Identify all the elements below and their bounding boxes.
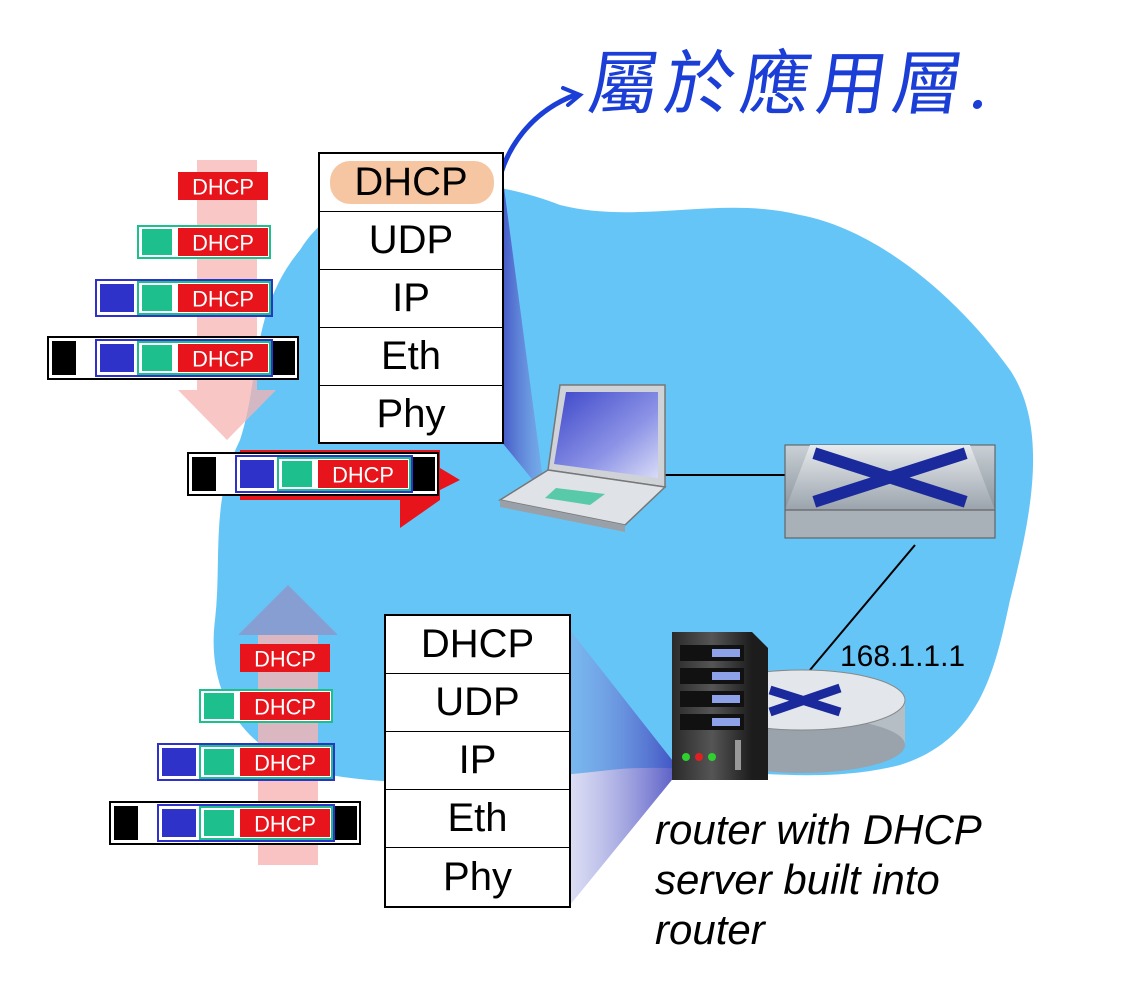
ip-header — [100, 284, 134, 312]
handwritten-arrow — [495, 92, 578, 188]
client-layer-phy: Phy — [320, 386, 502, 442]
client-layer-udp: UDP — [320, 212, 502, 270]
ip-header — [162, 809, 196, 837]
client-layer-phy-label: Phy — [376, 391, 446, 436]
switch-icon — [784, 444, 996, 539]
dhcp-payload — [178, 344, 268, 372]
switch-router-link — [809, 544, 916, 671]
udp-header — [142, 345, 172, 371]
server-layer-phy: Phy — [386, 848, 569, 906]
client-layer-eth: Eth — [320, 328, 502, 386]
server-callout — [570, 630, 680, 905]
server-layer-ip-label: IP — [458, 738, 497, 782]
client-layer-udp-label: UDP — [368, 218, 454, 262]
client-layer-eth-label: Eth — [380, 334, 442, 378]
eth-trailer — [273, 341, 295, 375]
dhcp-payload — [240, 809, 330, 837]
dhcp-payload — [318, 460, 408, 488]
dhcp-payload — [240, 748, 330, 776]
udp-header — [204, 749, 234, 775]
router-caption-line-1: router with DHCP — [655, 806, 982, 853]
client-layer-dhcp-label: DHCP — [354, 160, 468, 204]
wire-frame-packet: DHCP — [187, 452, 439, 496]
dhcp-payload-label: DHCP — [254, 811, 316, 836]
dhcp-payload-label: DHCP — [192, 174, 254, 199]
eth-header — [192, 457, 216, 491]
dhcp-payload-label: DHCP — [192, 346, 254, 371]
server-layer-phy-label: Phy — [443, 854, 512, 899]
server-icon — [672, 632, 768, 780]
router-ip-address: 168.1.1.1 — [840, 640, 966, 673]
client-encapsulation-packets: DHCP DHCP DHCP DHCP — [47, 172, 299, 380]
dhcp-payload-label: DHCP — [192, 286, 254, 311]
client-layer-dhcp: DHCP — [320, 154, 502, 212]
server-layer-udp: UDP — [386, 674, 569, 732]
ip-header — [240, 460, 274, 488]
udp-header — [204, 693, 234, 719]
server-layer-dhcp-label: DHCP — [420, 622, 535, 666]
dhcp-payload — [178, 172, 268, 200]
udp-header — [204, 810, 234, 836]
server-layer-eth: Eth — [386, 790, 569, 848]
udp-header — [142, 229, 172, 255]
client-callout — [498, 152, 545, 495]
client-layer-ip-label: IP — [392, 276, 430, 320]
server-layer-dhcp: DHCP — [386, 616, 569, 674]
dhcp-payload — [178, 284, 268, 312]
server-layer-udp-label: UDP — [435, 680, 520, 724]
dhcp-payload-label: DHCP — [254, 694, 316, 719]
eth-trailer — [335, 806, 357, 840]
ip-header — [100, 344, 134, 372]
dhcp-payload-label: DHCP — [254, 646, 316, 671]
udp-header — [282, 461, 312, 487]
client-protocol-stack: DHCP UDP IP Eth Phy — [318, 152, 504, 444]
eth-header — [52, 341, 76, 375]
dhcp-highlight — [330, 161, 494, 204]
router-caption-line-2: server built into — [655, 856, 940, 903]
router-caption-line-3: router — [655, 906, 765, 953]
ip-header — [162, 748, 196, 776]
client-layer-ip: IP — [320, 270, 502, 328]
server-encapsulation-packets: DHCP DHCP DHCP DHCP — [109, 644, 361, 845]
dhcp-payload — [178, 228, 268, 256]
server-protocol-stack: DHCP UDP IP Eth Phy — [384, 614, 571, 908]
laptop-icon — [498, 384, 667, 532]
dhcp-payload-label: DHCP — [192, 230, 254, 255]
handwritten-arrowhead — [561, 86, 584, 107]
dhcp-payload — [240, 644, 330, 672]
dhcp-payload — [240, 692, 330, 720]
server-layer-eth-label: Eth — [447, 796, 508, 840]
handwritten-note: 屬於應用層. — [583, 43, 1004, 125]
udp-header — [142, 285, 172, 311]
eth-trailer — [413, 457, 435, 491]
router-caption: router with DHCP server built into route… — [655, 805, 982, 955]
eth-header — [114, 806, 138, 840]
server-layer-ip: IP — [386, 732, 569, 790]
dhcp-payload-label: DHCP — [332, 462, 394, 487]
dhcp-payload-label: DHCP — [254, 750, 316, 775]
